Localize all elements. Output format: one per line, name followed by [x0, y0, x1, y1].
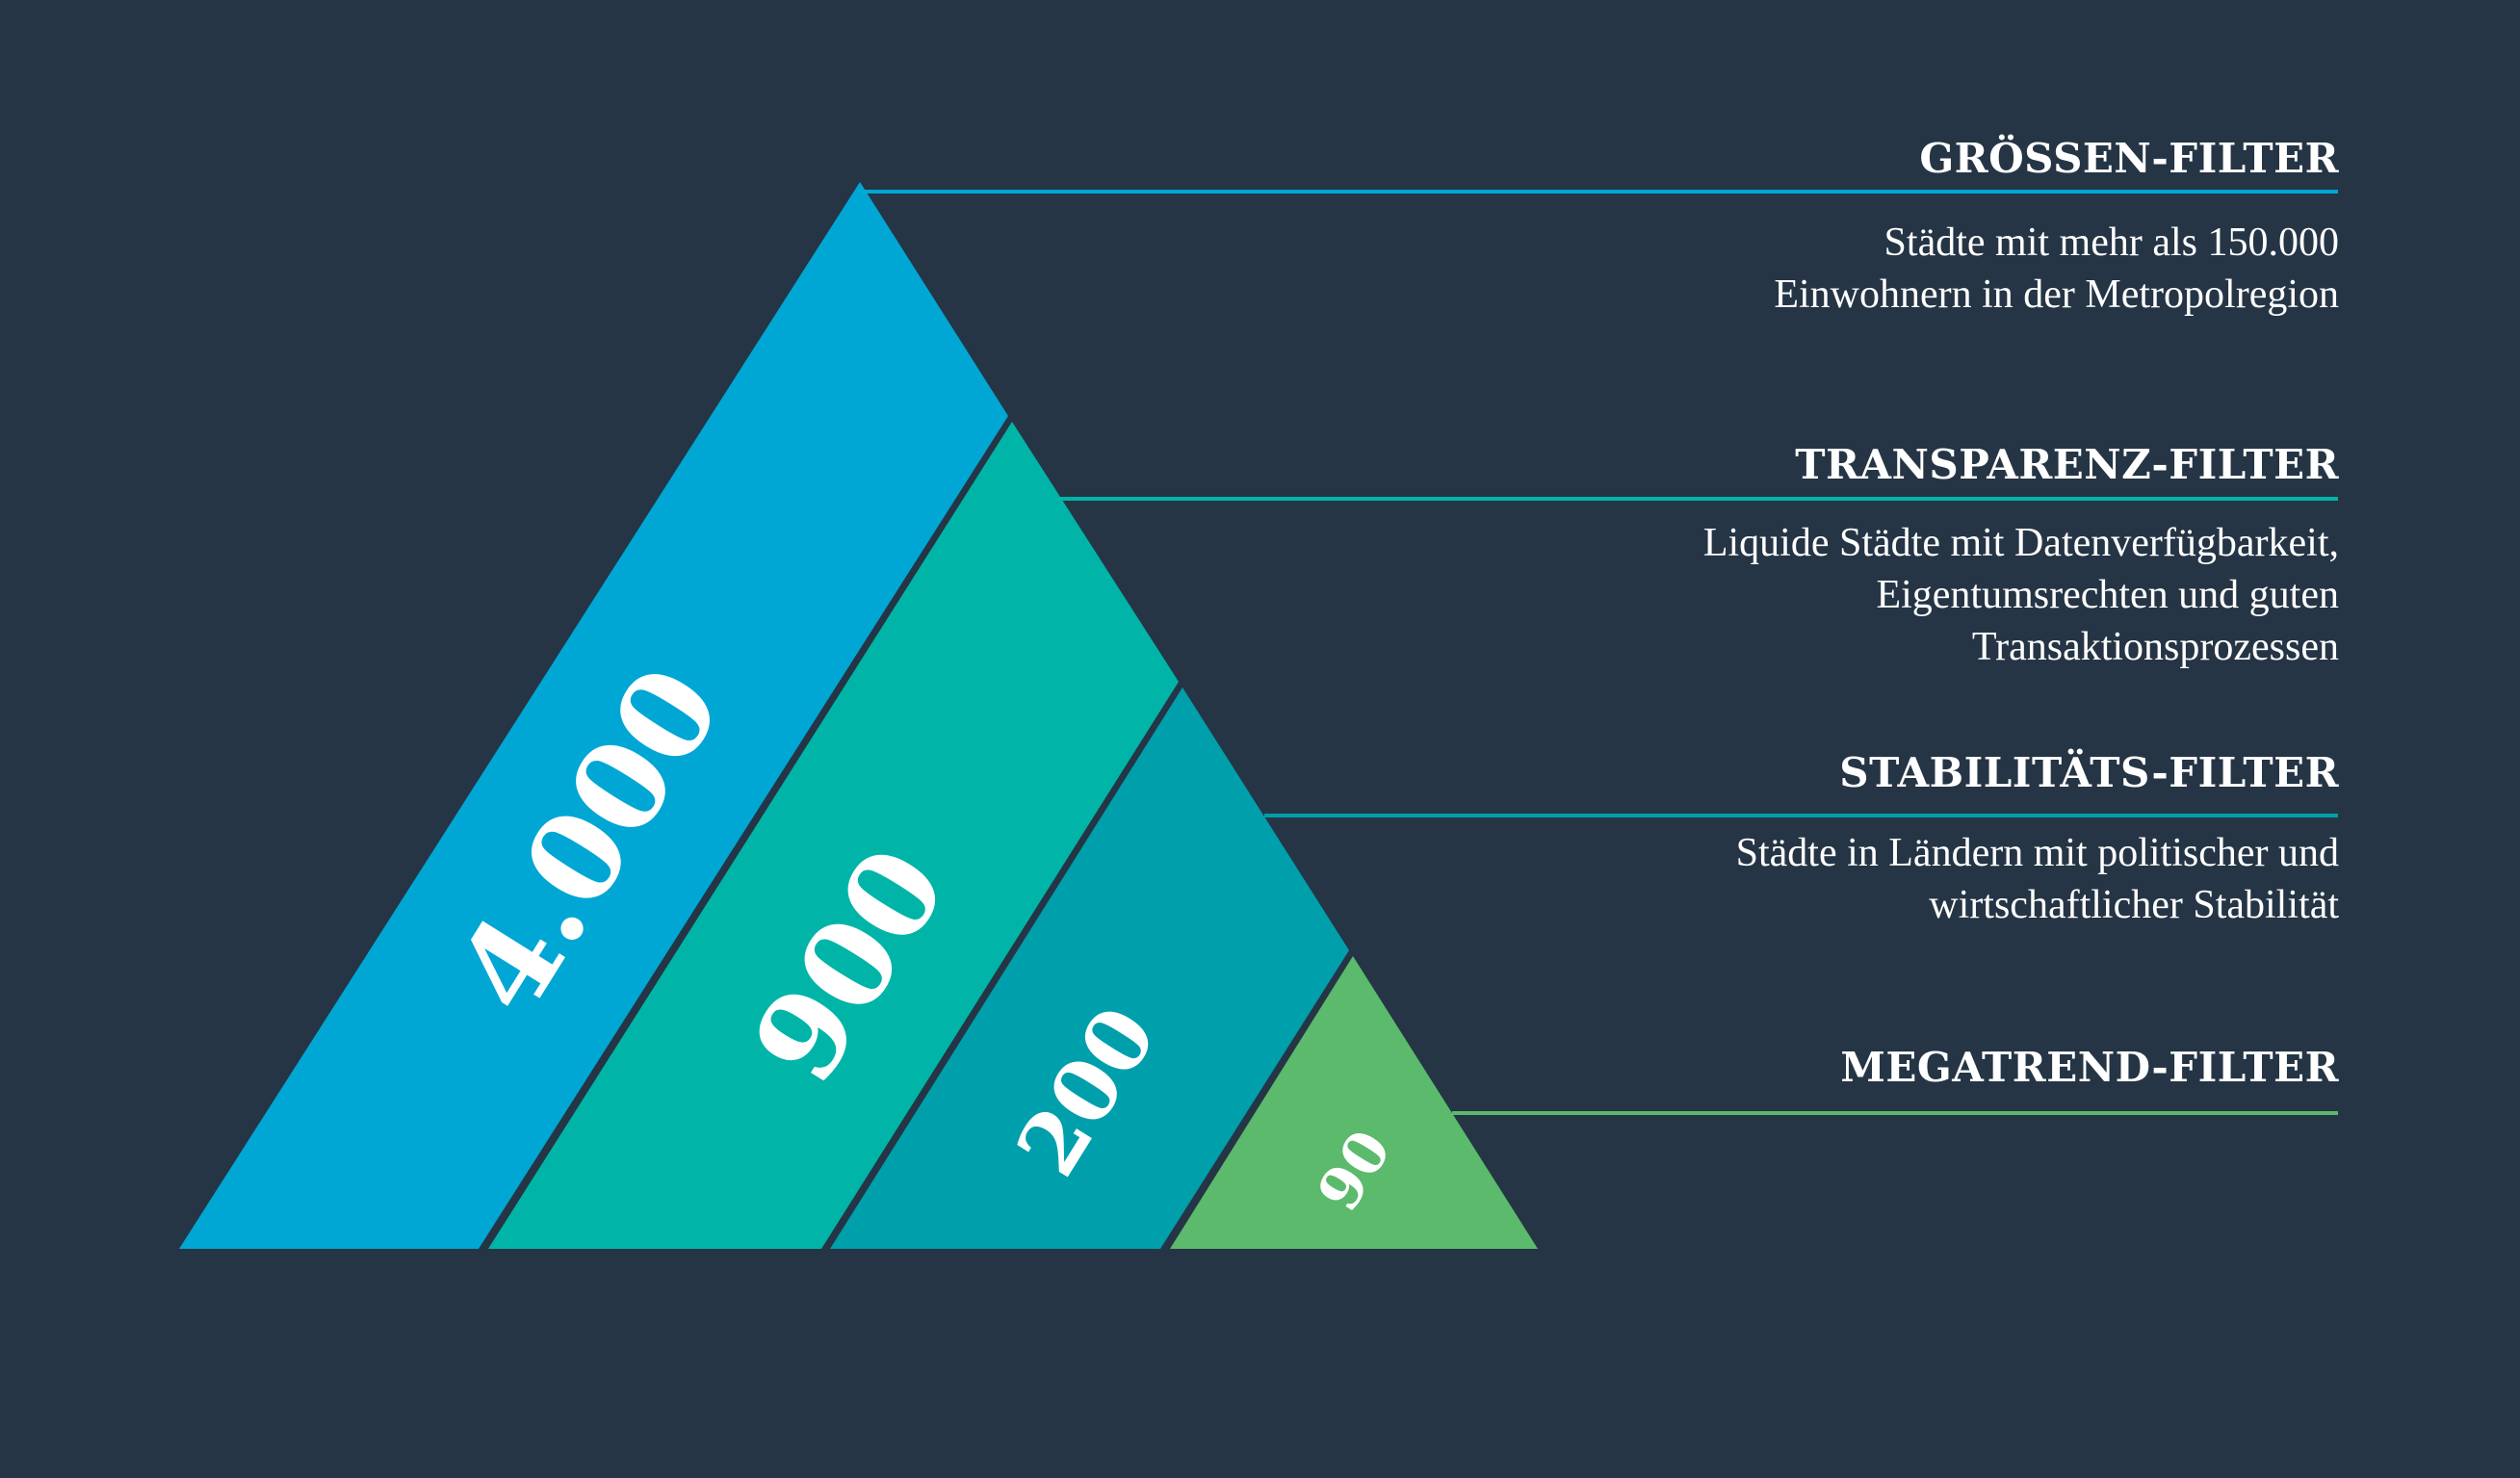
filter-desc-stabilitaet: Städte in Ländern mit politischer und wi… [1736, 827, 2339, 931]
filter-desc-line: Städte in Ländern mit politischer und [1735, 831, 2339, 875]
filter-title-stabilitaet: STABILITÄTS-FILTER [1839, 749, 2339, 796]
filter-desc-line: Eigentumsrechten und guten [1876, 573, 2339, 617]
filter-block-transparenz: TRANSPARENZ-FILTER Liquide Städte mit Da… [1703, 441, 2339, 673]
filter-desc-transparenz: Liquide Städte mit Datenverfügbarkeit, E… [1703, 517, 2339, 673]
filter-block-megatrend: MEGATREND-FILTER [1840, 1044, 2339, 1091]
filter-desc-line: Städte mit mehr als 150.000 [1884, 220, 2339, 265]
pyramid-segment-2 [488, 422, 1179, 1249]
pyramid-segment-1 [179, 182, 1008, 1249]
filter-desc-line: Liquide Städte mit Datenverfügbarkeit, [1702, 521, 2339, 565]
filter-title-groessen: GRÖSSEN-FILTER [1919, 135, 2339, 182]
filter-title-megatrend: MEGATREND-FILTER [1840, 1044, 2339, 1091]
filter-desc-line: Einwohnern in der Metropolregion [1774, 272, 2339, 317]
filter-block-groessen: GRÖSSEN-FILTER Städte mit mehr als 150.0… [1774, 135, 2339, 321]
pyramid-segment-4 [1170, 956, 1538, 1249]
filter-block-stabilitaet: STABILITÄTS-FILTER Städte in Ländern mit… [1736, 749, 2339, 931]
filter-desc-line: wirtschaftlicher Stabilität [1929, 883, 2339, 927]
pyramid-segment-3 [830, 687, 1349, 1249]
filter-title-transparenz: TRANSPARENZ-FILTER [1795, 441, 2339, 488]
filter-desc-groessen: Städte mit mehr als 150.000 Einwohnern i… [1774, 217, 2339, 321]
filter-desc-line: Transaktionsprozessen [1971, 625, 2339, 669]
